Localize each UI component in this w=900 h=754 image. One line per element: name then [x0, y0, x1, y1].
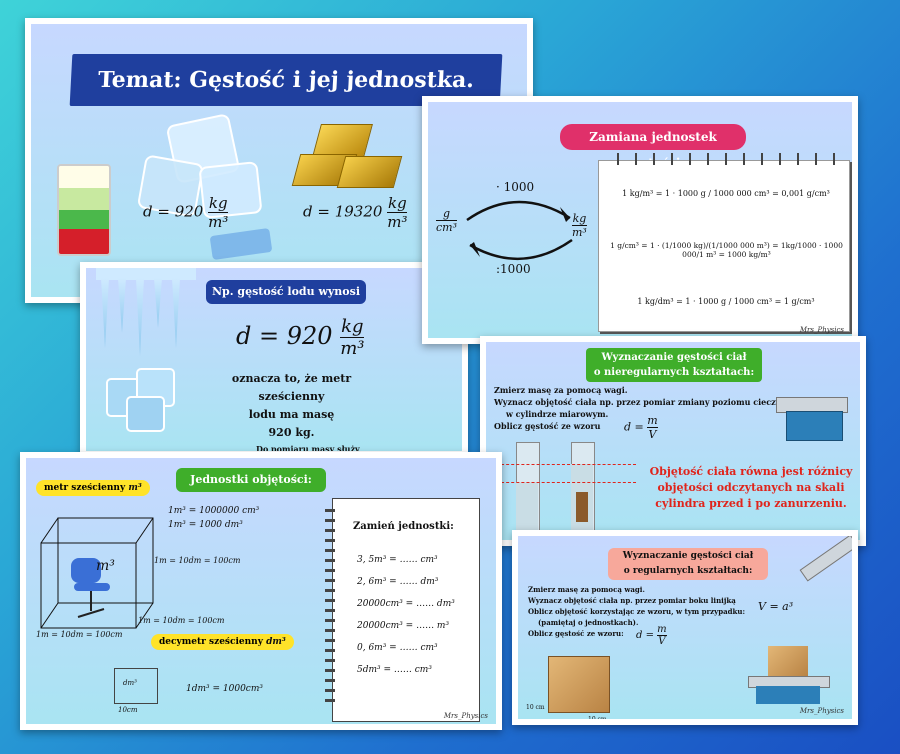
volume-footer: Mrs_Physics [443, 712, 488, 720]
cm10-label-b: 10 cm [588, 716, 607, 723]
regular-bullet3b: (pamiętaj o jednostkach). [538, 618, 639, 627]
ice-example-title: Np. gęstość lodu wynosi [211, 285, 361, 298]
scale-image [776, 397, 848, 442]
red-line3: cylindra przed i po zanurzeniu. [655, 497, 847, 510]
mult-label: · 1000 [496, 180, 535, 194]
cm10-label: 10cm [118, 706, 138, 714]
ice-explanation: oznacza to, że metr sześcienny lodu ma m… [204, 370, 379, 442]
exercise-row: 20000cm³ = …… dm³ [357, 599, 455, 609]
irregular-banner: Wyznaczanie gęstości ciał o nieregularny… [586, 348, 762, 382]
slide-volume-units: Jednostki objętości: metr sześcienny m³ … [20, 452, 502, 730]
scale-with-cube-image [748, 646, 830, 706]
irregular-bullet3: Oblicz gęstość ze wzoru [494, 421, 601, 431]
notebook-rings [609, 153, 839, 165]
small-cube-diagram: dm³ [114, 668, 158, 704]
regular-bullet2: Wyznacz objętość ciała np. przez pomiar … [528, 596, 736, 605]
irregular-title: Wyznaczanie gęstości ciał [601, 352, 747, 363]
irregular-red-note: Objętość ciała równa jest różnicy objęto… [646, 464, 856, 512]
edge-label-1: 1m = 10dm = 100cm [154, 556, 241, 565]
slide-regular-density: Wyznaczanie gęstości ciał o regularnych … [512, 530, 858, 725]
regular-banner: Wyznaczanie gęstości ciał o regularnych … [608, 548, 768, 580]
irregular-bullet2b: w cylindrze miarowym. [506, 409, 609, 419]
irregular-bullet2: Wyznacz objętość ciała np. przez pomiar … [494, 397, 781, 407]
regular-title: Wyznaczanie gęstości ciał [622, 551, 754, 561]
slide-unit-conversion: Zamiana jednostek gęstości · 1000 :1000 … [422, 96, 858, 344]
blue-beads-decoration [209, 227, 273, 261]
regular-bullet3: Oblicz objętość korzystając ze wzoru, w … [528, 607, 746, 616]
exercise-row: 2, 6m³ = …… dm³ [357, 577, 439, 587]
red-line1: Objętość ciała równa jest różnicy [649, 465, 853, 478]
dm3-eq: 1dm³ = 1000cm³ [186, 684, 263, 694]
slide-irregular-density: Wyznaczanie gęstości ciał o nieregularny… [480, 336, 866, 546]
m3-label: metr sześcienny m³ [36, 480, 150, 496]
mass-measure-note: Do pomiaru masy służy [256, 444, 360, 454]
exercise-row: 5dm³ = …… cm³ [357, 665, 432, 675]
level-line-2 [496, 482, 636, 483]
exercise-title: Zamień jednostki: [353, 521, 454, 532]
ice-line1: oznacza to, że metr sześcienny [231, 372, 352, 403]
cubic-meter-diagram [40, 517, 154, 629]
level-line-1 [496, 464, 636, 465]
edge-label-2: 1m = 10dm = 100cm [138, 616, 225, 625]
conversion-eq3: 1 kg/dm³ = 1 · 1000 g / 1000 cm³ = 1 g/c… [637, 297, 815, 306]
regular-subtitle: o regularnych kształtach: [623, 566, 753, 576]
cube-m3-label: m³ [96, 558, 115, 574]
ice-line2: lodu ma masę [248, 408, 335, 421]
volume-title: Jednostki objętości: [190, 473, 312, 486]
exercise-row: 20000cm³ = …… m³ [357, 621, 450, 631]
icicles-decoration [96, 268, 196, 358]
cm10-label-a: 10 cm [526, 704, 545, 711]
exercise-row: 0, 6m³ = …… cm³ [357, 643, 438, 653]
gold-bars-image [291, 124, 403, 194]
measuring-cylinders [516, 442, 606, 540]
exercise-list: 3, 5m³ = …… cm³ 2, 6m³ = …… dm³ 20000cm³… [357, 549, 455, 681]
irregular-subtitle: o nieregularnych kształtach: [593, 367, 755, 378]
irregular-bullets: Zmierz masę za pomocą wagi. Wyznacz obję… [494, 384, 780, 432]
layered-liquid-beaker-image [57, 164, 111, 256]
wooden-cube-image [548, 656, 610, 713]
ruler-image [799, 536, 852, 582]
conversion-footer: Mrs_Physics [799, 326, 844, 334]
conversion-eq2: 1 g/cm³ = 1 · (1/1000 kg)/(1/1000 000 m³… [610, 241, 843, 259]
volume-formula: V = a³ [758, 600, 794, 613]
conversion-arrows [466, 200, 573, 261]
div-label: :1000 [496, 262, 531, 276]
regular-bullet4: Oblicz gęstość ze wzoru: [528, 629, 624, 638]
volume-banner: Jednostki objętości: [176, 468, 326, 492]
exercise-row: 3, 5m³ = …… cm³ [357, 555, 438, 565]
dm3-label: decymetr sześcienny dm³ [151, 634, 294, 650]
ice-line3: 920 kg. [268, 426, 315, 439]
ice-cubes-blue-image [106, 368, 176, 432]
m3-eq-a: 1m³ = 1000000 cm³ [168, 506, 260, 516]
edge-label-3: 1m = 10dm = 100cm [36, 630, 123, 639]
conversion-banner: Zamiana jednostek gęstości [560, 124, 746, 170]
exercise-notebook: Zamień jednostki: 3, 5m³ = …… cm³ 2, 6m³… [325, 498, 480, 722]
red-line2: objętości odczytanych na skali [657, 481, 845, 494]
conversion-eq1: 1 kg/m³ = 1 · 1000 g / 1000 000 cm³ = 0,… [622, 189, 830, 198]
regular-footer: Mrs_Physics [799, 707, 844, 715]
conversion-notebook: 1 kg/m³ = 1 · 1000 g / 1000 000 cm³ = 0,… [598, 153, 850, 332]
m3-eq-b: 1m³ = 1000 dm³ [168, 520, 243, 530]
ice-example-banner: Np. gęstość lodu wynosi [206, 280, 366, 304]
irregular-bullet1: Zmierz masę za pomocą wagi. [494, 385, 628, 395]
regular-bullet1: Zmierz masę za pomocą wagi. [528, 585, 645, 594]
regular-bullets: Zmierz masę za pomocą wagi. Wyznacz obję… [528, 584, 745, 639]
